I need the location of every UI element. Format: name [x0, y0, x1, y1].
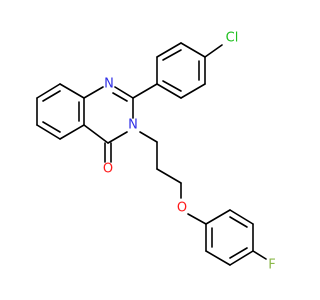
- propoxy-chain: [139, 131, 207, 225]
- bond: [42, 90, 61, 102]
- bond: [229, 216, 248, 228]
- bond: [83, 124, 109, 144]
- bond: [162, 80, 182, 92]
- bond: [114, 86, 134, 99]
- bond: [36, 124, 61, 140]
- atom-fluorine: F: [268, 258, 275, 273]
- bond: [59, 83, 85, 99]
- bond: [156, 83, 182, 99]
- chlorophenyl-ring: [132, 42, 223, 99]
- fluorophenyl-ring: [205, 209, 267, 266]
- bond: [204, 44, 223, 58]
- bond: [42, 121, 61, 133]
- atom-oxygen-carbonyl: O: [103, 162, 113, 177]
- bond: [156, 168, 182, 184]
- bond: [107, 131, 128, 144]
- bond: [59, 124, 85, 140]
- bond: [229, 250, 254, 266]
- bond: [205, 250, 231, 266]
- pyrimidinone-ring: [83, 86, 134, 163]
- bond: [132, 83, 158, 99]
- molecule-canvas: Cl N N O O F: [36, 30, 276, 273]
- bond: [139, 131, 158, 143]
- bond: [187, 213, 207, 225]
- bond: [180, 42, 206, 58]
- bond: [229, 209, 254, 225]
- bond: [36, 83, 61, 99]
- molecule-structure: Cl N N O O F: [36, 31, 276, 273]
- bond: [156, 42, 182, 58]
- benzo-ring: [36, 83, 85, 140]
- atom-nitrogen-3: N: [128, 118, 138, 133]
- bond: [180, 83, 206, 99]
- bond: [252, 250, 267, 260]
- bond: [83, 86, 104, 99]
- bond: [205, 209, 231, 225]
- bond: [229, 247, 248, 259]
- atom-chlorine: Cl: [226, 31, 239, 46]
- atom-oxygen-ether: O: [177, 201, 187, 216]
- bond: [162, 49, 182, 61]
- bond: [112, 92, 128, 102]
- atom-nitrogen-1: N: [104, 77, 114, 92]
